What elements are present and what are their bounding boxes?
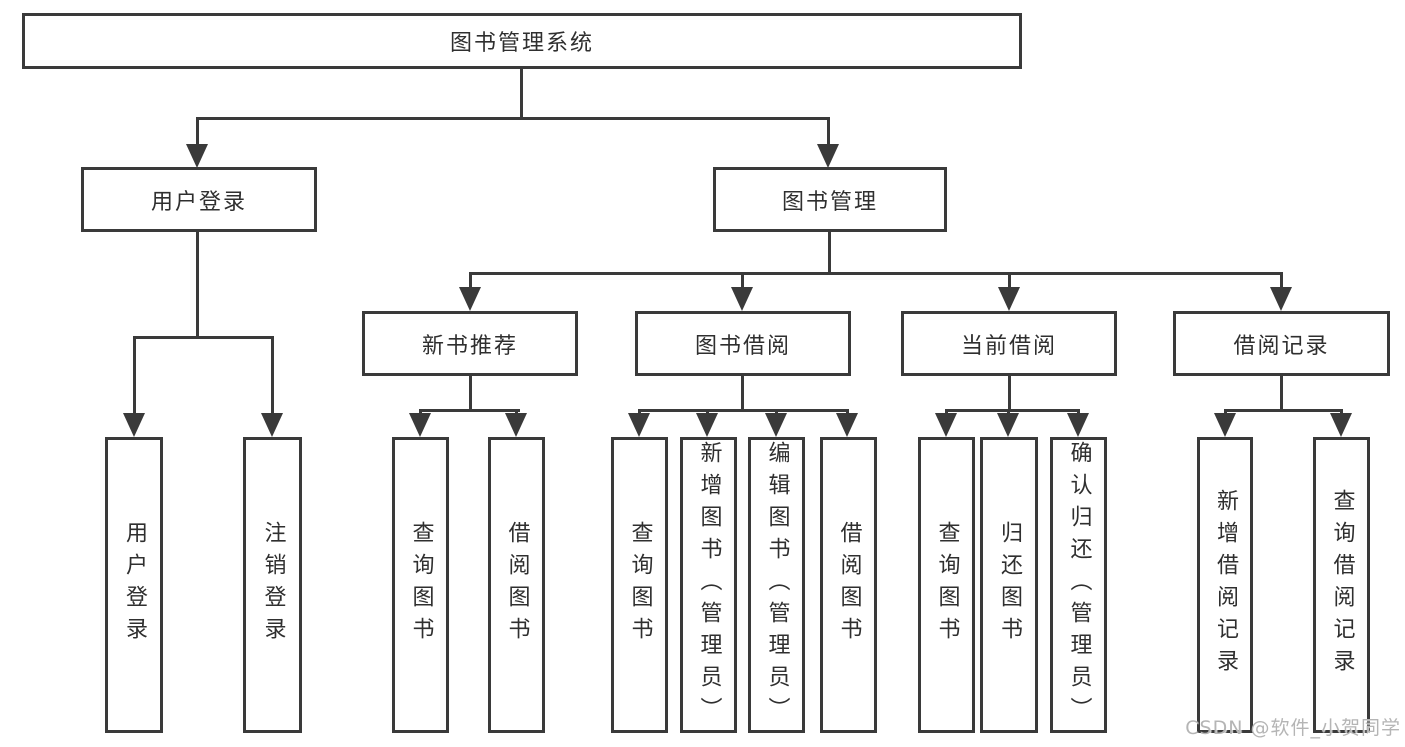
leaf-logout-label: 注销登录 [260, 521, 286, 649]
leaf-add-books-admin-label: 新增图书（管理员） [696, 441, 722, 729]
leaf-add-borrow-record: 新增借阅记录 [1197, 437, 1253, 733]
arrow-borrowing-records [1270, 287, 1292, 311]
node-new-book-recommend-label: 新书推荐 [421, 333, 518, 359]
leaf-edit-books-admin-label: 编辑图书（管理员） [764, 441, 790, 729]
arrow-current-borrowing [998, 287, 1020, 311]
connector-book-management-trunk [828, 231, 831, 275]
leaf-query-borrow-record-label: 查询借阅记录 [1329, 489, 1355, 681]
leaf-query-borrow-record: 查询借阅记录 [1313, 437, 1370, 733]
arrow-query-books-2 [628, 413, 650, 437]
connector-stem-current-borrowing [1008, 272, 1011, 290]
connector-stem-book-management [827, 117, 830, 147]
leaf-borrow-books-borrowing-label: 借阅图书 [836, 521, 862, 649]
node-user-login: 用户登录 [81, 167, 317, 232]
connector-new-book-recommend-rail [419, 409, 520, 412]
node-current-borrowing-label: 当前借阅 [960, 333, 1057, 359]
leaf-edit-books-admin: 编辑图书（管理员） [748, 437, 805, 733]
arrow-query-borrow-record [1330, 413, 1352, 437]
connector-stem-book-borrowing [741, 272, 744, 290]
leaf-add-borrow-record-label: 新增借阅记录 [1213, 489, 1238, 681]
arrow-book-borrowing [731, 287, 753, 311]
leaf-query-books-recommend: 查询图书 [392, 437, 449, 733]
connector-user-login-rail [133, 336, 274, 339]
connector-book-borrowing-trunk [741, 374, 744, 412]
node-new-book-recommend: 新书推荐 [362, 311, 578, 376]
leaf-borrow-books-recommend: 借阅图书 [488, 437, 545, 733]
node-current-borrowing: 当前借阅 [901, 311, 1117, 376]
connector-stem-logout-leaf [271, 336, 274, 416]
arrow-logout-leaf [261, 413, 283, 437]
node-user-login-label: 用户登录 [150, 189, 247, 215]
connector-current-borrowing-rail [945, 409, 1080, 412]
connector-stem-user-login-leaf [133, 336, 136, 416]
leaf-query-books-borrowing-label: 查询图书 [627, 521, 653, 649]
arrow-return-books [997, 413, 1019, 437]
leaf-return-books: 归还图书 [980, 437, 1038, 733]
leaf-user-login-label: 用户登录 [122, 521, 147, 649]
node-book-management: 图书管理 [713, 167, 947, 232]
arrow-book-management [817, 144, 839, 168]
connector-new-book-recommend-trunk [469, 374, 472, 412]
leaf-confirm-return-admin: 确认归还（管理员） [1050, 437, 1107, 733]
leaf-borrow-books-borrowing: 借阅图书 [820, 437, 877, 733]
node-borrowing-records-label: 借阅记录 [1233, 333, 1330, 359]
node-book-borrowing: 图书借阅 [635, 311, 851, 376]
node-root: 图书管理系统 [22, 13, 1022, 69]
node-borrowing-records: 借阅记录 [1173, 311, 1390, 376]
leaf-query-books-current-label: 查询图书 [934, 521, 960, 649]
connector-level2-rail [196, 117, 830, 120]
node-book-management-label: 图书管理 [781, 189, 878, 215]
leaf-logout: 注销登录 [243, 437, 302, 733]
leaf-return-books-label: 归还图书 [997, 521, 1022, 649]
connector-borrowing-records-rail [1224, 409, 1343, 412]
node-book-borrowing-label: 图书借阅 [694, 333, 791, 359]
arrow-confirm-return [1067, 413, 1089, 437]
connector-book-borrowing-rail [638, 409, 849, 412]
arrow-edit-books-admin [765, 413, 787, 437]
arrow-query-books-1 [409, 413, 431, 437]
arrow-add-borrow-record [1214, 413, 1236, 437]
leaf-query-books-recommend-label: 查询图书 [408, 521, 434, 649]
leaf-query-books-current: 查询图书 [918, 437, 975, 733]
connector-current-borrowing-trunk [1008, 374, 1011, 412]
connector-stem-user-login [196, 117, 199, 147]
arrow-new-book-recommend [459, 287, 481, 311]
leaf-query-books-borrowing: 查询图书 [611, 437, 668, 733]
connector-root-trunk [520, 67, 523, 120]
connector-level3-rail [469, 272, 1283, 275]
leaf-borrow-books-recommend-label: 借阅图书 [504, 521, 530, 649]
leaf-confirm-return-admin-label: 确认归还（管理员） [1066, 441, 1092, 729]
node-root-label: 图书管理系统 [449, 31, 594, 56]
arrow-borrow-books-1 [505, 413, 527, 437]
leaf-user-login: 用户登录 [105, 437, 163, 733]
arrow-borrow-books-2 [836, 413, 858, 437]
connector-borrowing-records-trunk [1280, 374, 1283, 412]
arrow-query-books-3 [935, 413, 957, 437]
leaf-add-books-admin: 新增图书（管理员） [680, 437, 737, 733]
arrow-user-login [186, 144, 208, 168]
connector-user-login-trunk [196, 231, 199, 339]
connector-stem-borrowing-records [1280, 272, 1283, 290]
csdn-watermark: CSDN @软件_小贺同学 [1185, 717, 1401, 739]
arrow-add-books-admin [696, 413, 718, 437]
connector-stem-new-book-recommend [469, 272, 472, 290]
arrow-user-login-leaf [123, 413, 145, 437]
